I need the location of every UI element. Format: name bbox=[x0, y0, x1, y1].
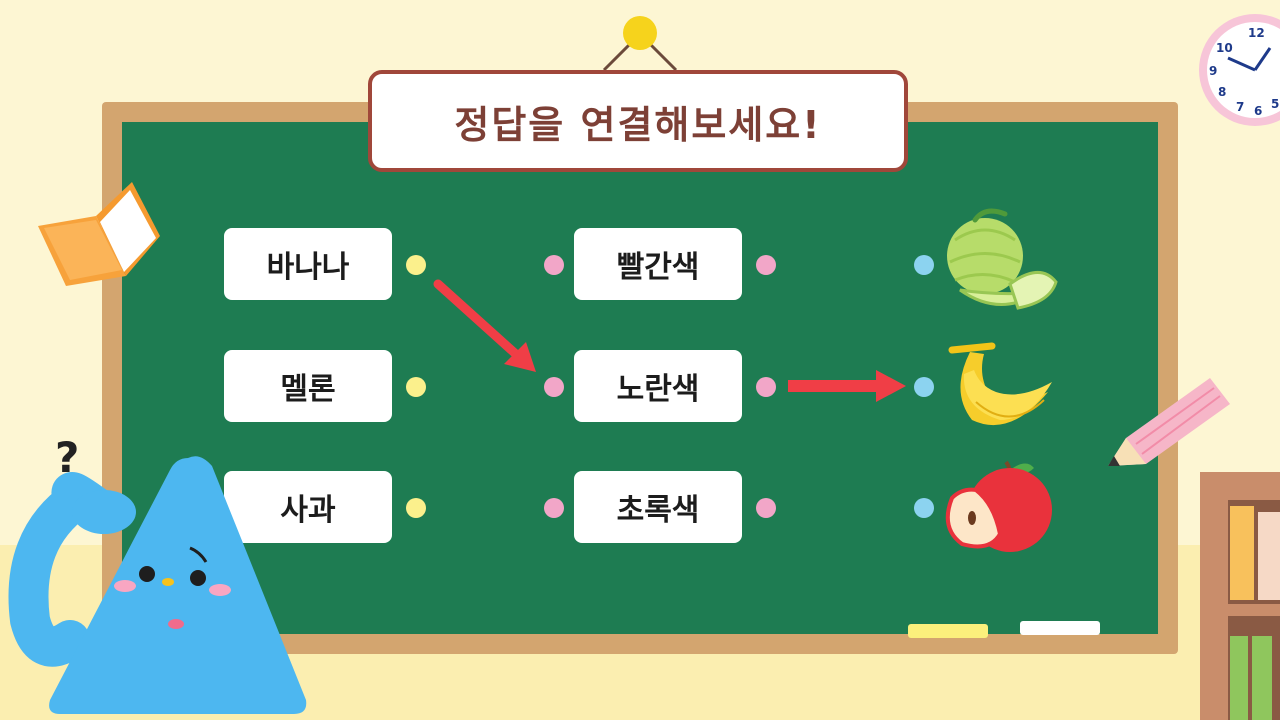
connector-dot-banana[interactable] bbox=[406, 255, 426, 275]
white-chalk bbox=[1020, 621, 1100, 635]
yellow-chalk bbox=[908, 624, 988, 638]
connector-dot-apple-image[interactable] bbox=[914, 498, 934, 518]
clock-num-10: 10 bbox=[1216, 41, 1233, 55]
question-mark: ? bbox=[55, 433, 79, 482]
clock-num-5: 5 bbox=[1271, 97, 1279, 111]
word-card-green[interactable]: 초록색 bbox=[574, 471, 742, 543]
connector-dot-banana-image[interactable] bbox=[914, 377, 934, 397]
arrow-yellow-to-banana bbox=[788, 370, 906, 402]
clock-num-8: 8 bbox=[1218, 85, 1226, 99]
word-card-melon[interactable]: 멜론 bbox=[224, 350, 392, 422]
word-card-banana[interactable]: 바나나 bbox=[224, 228, 392, 300]
word-card-apple[interactable]: 사과 bbox=[224, 471, 392, 543]
apple-image[interactable] bbox=[945, 460, 1052, 552]
word-card-yellow[interactable]: 노란색 bbox=[574, 350, 742, 422]
connector-dot-red-out[interactable] bbox=[756, 255, 776, 275]
connector-dot-green-in[interactable] bbox=[544, 498, 564, 518]
melon-image[interactable] bbox=[947, 208, 1058, 310]
arrow-banana-to-yellow bbox=[433, 279, 536, 372]
clock-num-7: 7 bbox=[1236, 100, 1244, 114]
clock-num-12: 12 bbox=[1248, 26, 1265, 40]
connector-dot-melon[interactable] bbox=[406, 377, 426, 397]
word-card-red[interactable]: 빨간색 bbox=[574, 228, 742, 300]
connector-dot-green-out[interactable] bbox=[756, 498, 776, 518]
page-title: 정답을 연결해보세요! bbox=[454, 102, 822, 147]
banana-image[interactable] bbox=[948, 342, 1052, 426]
title-card: 정답을 연결해보세요! bbox=[368, 70, 908, 172]
connector-dot-apple[interactable] bbox=[406, 498, 426, 518]
connector-dot-melon-image[interactable] bbox=[914, 255, 934, 275]
clock-num-6: 6 bbox=[1254, 104, 1262, 118]
connector-dot-red-in[interactable] bbox=[544, 255, 564, 275]
connector-dot-yellow-out[interactable] bbox=[756, 377, 776, 397]
clock-num-9: 9 bbox=[1209, 64, 1217, 78]
connector-dot-yellow-in[interactable] bbox=[544, 377, 564, 397]
